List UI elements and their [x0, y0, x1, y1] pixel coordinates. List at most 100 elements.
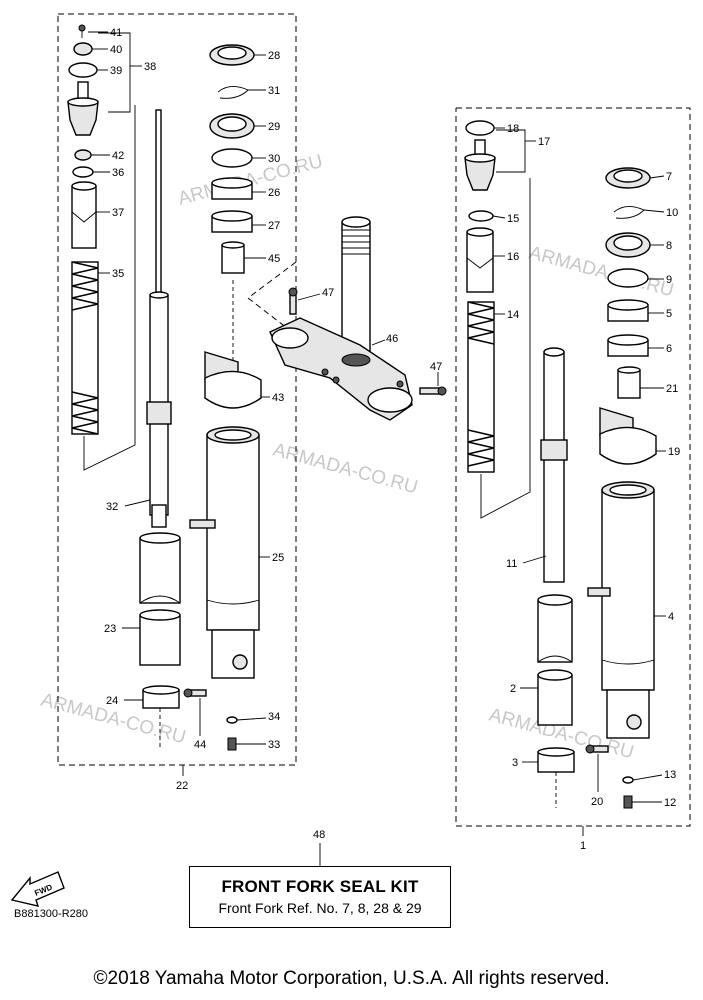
- part-label-34: 34: [268, 711, 280, 723]
- part-25-outer-tube: [189, 426, 260, 679]
- part-41-bolt: [78, 24, 86, 38]
- part-8-dust-seal: [605, 232, 651, 258]
- part-39-o-ring: [68, 62, 98, 78]
- part-label-31: 31: [268, 85, 280, 97]
- watermark: ARMADA-CO.RU: [527, 243, 676, 302]
- part-27-bushing: [211, 210, 253, 233]
- part-40-nut: [73, 42, 93, 56]
- part-3-bushing: [537, 747, 575, 773]
- part-label-6: 6: [666, 343, 672, 355]
- part-label-48: 48: [313, 829, 325, 841]
- part-33-bolt: [227, 737, 237, 751]
- watermark: ARMADA-CO.RU: [271, 440, 420, 499]
- part-label-46: 46: [386, 333, 398, 345]
- part-18-o-ring: [465, 120, 495, 136]
- part-26-bushing: [211, 177, 253, 200]
- part-35-spring: [71, 261, 99, 435]
- part-label-35: 35: [112, 268, 124, 280]
- part-9-washer: [607, 268, 649, 288]
- part-43-guard: [204, 351, 262, 409]
- part-label-28: 28: [268, 50, 280, 62]
- part-21-piece: [617, 366, 641, 399]
- part-label-27: 27: [268, 220, 280, 232]
- part-label-24: 24: [106, 695, 118, 707]
- part-23-sleeve: [139, 532, 181, 666]
- part-5-bushing: [607, 299, 649, 322]
- part-10-clip: [613, 206, 645, 219]
- part-label-30: 30: [268, 153, 280, 165]
- part-7-oil-seal: [605, 167, 651, 189]
- part-label-37: 37: [112, 207, 124, 219]
- part-label-1: 1: [580, 840, 586, 852]
- part-38-cap-bolt: [67, 81, 99, 136]
- part-label-20: 20: [591, 796, 603, 808]
- part-label-40: 40: [110, 44, 122, 56]
- part-label-44: 44: [194, 739, 206, 751]
- part-14-spring: [467, 301, 495, 473]
- part-44-bolt: [183, 688, 207, 698]
- part-label-32: 32: [106, 501, 118, 513]
- part-label-22: 22: [176, 780, 188, 792]
- part-29-dust-seal: [209, 113, 255, 139]
- part-4-outer-tube: [587, 481, 655, 739]
- seal-kit-box: FRONT FORK SEAL KIT Front Fork Ref. No. …: [189, 866, 451, 928]
- part-12-bolt: [623, 795, 633, 809]
- part-label-15: 15: [507, 213, 519, 225]
- part-45-piece: [221, 241, 245, 274]
- group-outline-1: [455, 107, 691, 827]
- part-17-cap-bolt: [464, 139, 496, 191]
- part-label-36: 36: [112, 167, 124, 179]
- part-46-under-bracket: [269, 216, 413, 421]
- part-label-41: 41: [110, 27, 122, 39]
- part-label-4: 4: [668, 611, 674, 623]
- part-label-2: 2: [510, 683, 516, 695]
- part-label-13: 13: [664, 769, 676, 781]
- part-label-14: 14: [507, 309, 519, 321]
- part-label-9: 9: [666, 274, 672, 286]
- diagram-code: B881300-R280: [14, 908, 88, 920]
- part-36-washer: [72, 166, 94, 178]
- part-label-45: 45: [268, 253, 280, 265]
- seal-kit-title: FRONT FORK SEAL KIT: [221, 877, 419, 896]
- part-label-25: 25: [272, 552, 284, 564]
- part-label-5: 5: [666, 308, 672, 320]
- part-label-26: 26: [268, 187, 280, 199]
- part-2-sleeve: [537, 594, 573, 726]
- part-label-29: 29: [268, 121, 280, 133]
- part-label-12: 12: [664, 797, 676, 809]
- part-label-18: 18: [507, 123, 519, 135]
- part-13-washer: [622, 776, 634, 784]
- part-42-nut: [74, 149, 92, 161]
- part-label-10: 10: [666, 207, 678, 219]
- part-32-damper-rod: [146, 109, 172, 528]
- part-28-oil-seal: [209, 44, 255, 66]
- part-15-washer: [468, 210, 494, 222]
- part-label-39: 39: [110, 65, 122, 77]
- part-label-16: 16: [507, 251, 519, 263]
- part-label-33: 33: [268, 739, 280, 751]
- part-label-17: 17: [538, 136, 550, 148]
- steering-clamp-assembly: 47 46 47: [247, 216, 447, 421]
- part-label-8: 8: [666, 240, 672, 252]
- fwd-arrow-icon: FWD: [10, 871, 65, 907]
- part-20-bolt: [585, 744, 609, 754]
- part-label-47: 47: [322, 287, 334, 299]
- part-label-7: 7: [666, 171, 672, 183]
- left-fork-assembly: 41 40 39 38 42 36 37 35 32 23 24 44 22 2…: [57, 13, 297, 792]
- part-label-47: 47: [430, 361, 442, 373]
- part-label-21: 21: [666, 383, 678, 395]
- part-31-clip: [217, 86, 249, 99]
- seal-kit-subtitle: Front Fork Ref. No. 7, 8, 28 & 29: [218, 900, 422, 916]
- part-6-bushing: [607, 334, 649, 357]
- part-16-spacer: [466, 227, 494, 293]
- part-30-washer: [211, 148, 253, 168]
- right-fork-assembly: 18 17 15 16 14 11 2 3 20 1 7 10 8 9 5 6 …: [455, 107, 691, 852]
- part-label-19: 19: [668, 446, 680, 458]
- part-37-spacer: [71, 181, 97, 249]
- part-24-bushing: [142, 685, 180, 709]
- part-label-11: 11: [506, 558, 517, 570]
- part-label-3: 3: [512, 757, 518, 769]
- part-34-washer: [226, 716, 238, 724]
- part-label-38: 38: [144, 61, 156, 73]
